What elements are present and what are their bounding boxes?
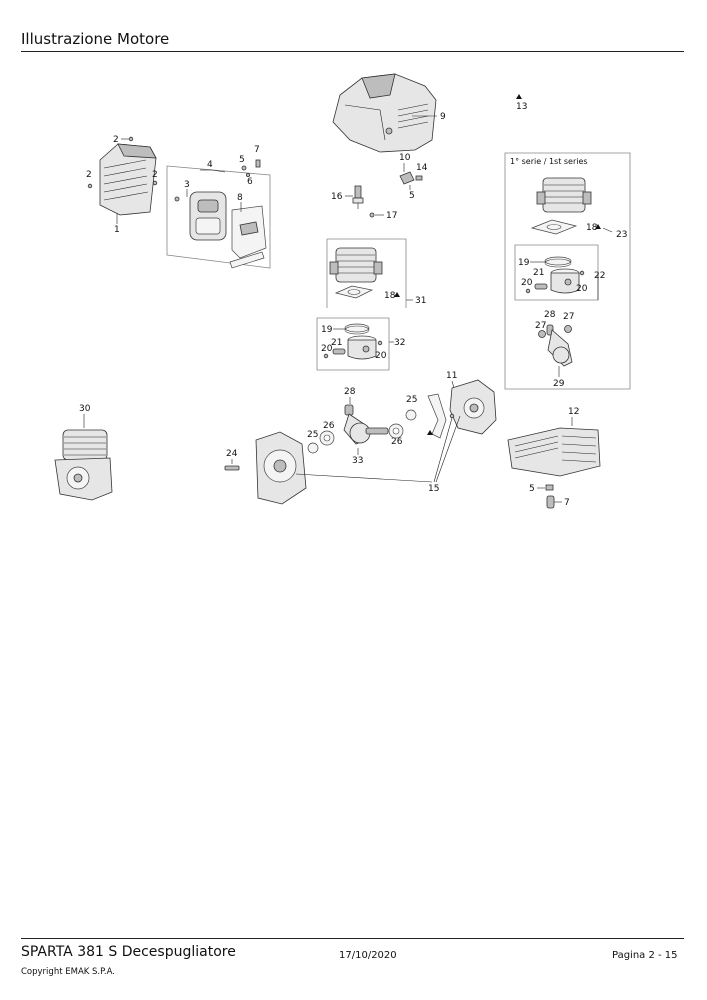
callout-23: 23 <box>616 230 627 240</box>
callout-5: 5 <box>409 191 415 201</box>
callout-6: 6 <box>247 177 253 187</box>
callout-8: 8 <box>237 193 243 203</box>
muffler-plate-part <box>229 205 267 269</box>
callout-19: 19 <box>321 325 333 335</box>
crankshaft-part <box>343 404 389 445</box>
callout-13: 13 <box>516 102 527 112</box>
callout-27: 27 <box>563 312 574 322</box>
callout-25: 25 <box>406 395 417 405</box>
crankcase-left-part <box>255 431 307 505</box>
callout-30: 30 <box>79 404 91 414</box>
crankcase-right-part <box>449 379 497 435</box>
callout-10: 10 <box>399 153 411 163</box>
callout-20: 20 <box>321 344 333 354</box>
cylinder-gasket-part <box>334 285 374 299</box>
first-series-crankshaft-part <box>538 324 573 367</box>
callout-22: 22 <box>594 271 605 281</box>
first-series-cylinder-part <box>536 177 592 213</box>
callout-2: 2 <box>113 135 119 145</box>
bearing-part <box>405 409 417 421</box>
stud-part <box>546 495 555 509</box>
callout-3: 3 <box>184 180 190 190</box>
callout-20: 20 <box>521 278 533 288</box>
callout-26: 26 <box>391 437 403 447</box>
callout-26: 26 <box>323 421 335 431</box>
callout-21: 21 <box>533 268 544 278</box>
callout-29: 29 <box>553 379 565 389</box>
callout-20: 20 <box>375 351 387 361</box>
first-series-piston-part <box>550 268 580 294</box>
engine-block-part <box>54 429 113 501</box>
page-title: Illustrazione Motore <box>21 30 170 48</box>
callout-15: 15 <box>428 484 439 494</box>
callout-16: 16 <box>331 192 343 202</box>
callout-2: 2 <box>86 170 92 180</box>
callout-20: 20 <box>576 284 588 294</box>
cylinder-part <box>329 247 383 283</box>
callout-5: 5 <box>239 155 245 165</box>
piston-pin-part <box>332 348 346 355</box>
callout-1: 1 <box>114 225 120 235</box>
callout-14: 14 <box>416 163 428 173</box>
callout-7: 7 <box>254 145 260 155</box>
callout-33: 33 <box>352 456 363 466</box>
first-series-gasket-part <box>530 219 578 235</box>
cylinder-kit-box <box>327 238 407 308</box>
callout-17: 17 <box>386 211 397 221</box>
callout-25: 25 <box>307 430 318 440</box>
first-series-pin-part <box>534 283 548 290</box>
callout-9: 9 <box>440 112 446 122</box>
screw-part <box>415 175 423 181</box>
page-number: Pagina 2 - 15 <box>612 950 678 961</box>
callout-12: 12 <box>568 407 579 417</box>
footer-rule <box>21 938 684 939</box>
callout-28: 28 <box>544 310 556 320</box>
callout-7: 7 <box>564 498 570 508</box>
muffler-group-box <box>166 165 271 269</box>
callout-18: 18 <box>586 223 598 233</box>
callout-19: 19 <box>518 258 530 268</box>
heat-shield-part <box>507 427 601 477</box>
engine-cover-part <box>332 73 437 153</box>
bearing-part <box>307 442 319 454</box>
cylinder-cover-part <box>99 143 157 224</box>
muffler-part <box>174 191 227 241</box>
callout-4: 4 <box>207 160 213 170</box>
bracket-part <box>399 171 415 185</box>
piston-part <box>347 335 377 360</box>
copyright-notice: Copyright EMAK S.P.A. <box>21 967 115 977</box>
callout-21: 21 <box>331 338 342 348</box>
document-date: 17/10/2020 <box>339 950 397 961</box>
callout-28: 28 <box>344 387 356 397</box>
first-series-box <box>504 152 631 390</box>
crankcase-gasket-part <box>427 393 447 439</box>
callout-32: 32 <box>394 338 405 348</box>
callout-31: 31 <box>415 296 426 306</box>
callout-27: 27 <box>535 321 546 331</box>
product-name: SPARTA 381 S Decespugliatore <box>21 944 236 960</box>
callout-18: 18 <box>384 291 396 301</box>
callout-24: 24 <box>226 449 238 459</box>
callout-5: 5 <box>529 484 535 494</box>
callout-11: 11 <box>446 371 457 381</box>
nut-part <box>545 484 554 491</box>
first-series-label: 1° serie / 1st series <box>510 157 588 166</box>
piston-kit-box <box>316 317 390 371</box>
bolt-part <box>224 465 240 471</box>
callout-2: 2 <box>152 170 158 180</box>
header-rule <box>21 51 684 52</box>
spark-plug-part <box>352 185 364 209</box>
